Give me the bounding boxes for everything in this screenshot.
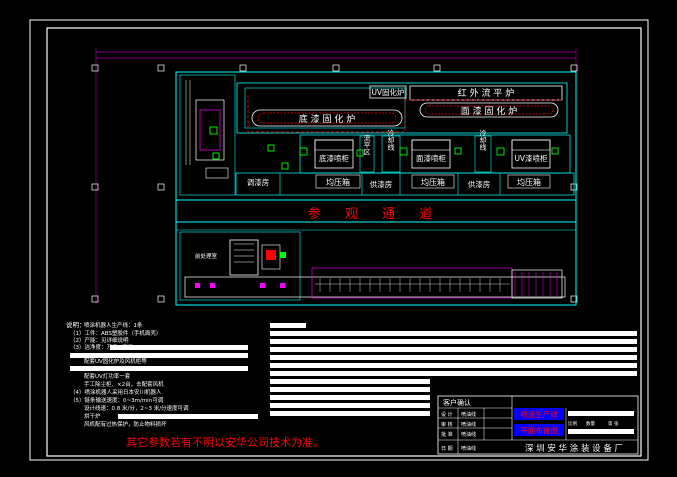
notes-line-12: 风机配有过热保护，防止物料损坏: [84, 420, 167, 428]
plenum-2-label: 均压箱: [421, 177, 445, 187]
sig-approve: 喷油线: [461, 431, 476, 438]
topcoat-cure-oven: [419, 102, 559, 118]
company-name: 深 圳 安 华 涂 装 设 备 厂: [525, 443, 623, 454]
spec-notes: 说明： 喷涂机器人生产线：1条 （1）工件：ABS塑胶件（手机面壳） （2）产能…: [66, 320, 258, 428]
disclaimer-note: 其它参数若有不明以安华公司技术为准。: [126, 435, 324, 449]
notes-line-1: 喷涂机器人生产线：1条: [84, 321, 143, 329]
topcoat-booth-label: 面漆喷柜: [416, 153, 446, 163]
uv-cure-label: UV固化炉: [371, 87, 404, 97]
basecoat-cure-label: 底 漆 固 化 炉: [299, 113, 355, 125]
leveling-zone: [359, 135, 375, 173]
uv-cure-oven: [369, 85, 407, 99]
sheet-inner-border: [46, 27, 642, 457]
customer-confirm-label: 客户确认: [443, 398, 471, 407]
cooling-line-right-label: 冷却线: [479, 129, 487, 151]
supply-room-1-label: 供漆房: [370, 179, 393, 189]
redacted-spec-block: [270, 323, 637, 416]
title-block: 客户确认 设 计 审 核 批 准 日 期 喷油线 喷油线 喷油线 喷油线 喷涂生…: [437, 395, 639, 455]
project-name: 喷涂生产线: [520, 409, 558, 419]
column-markers: [91, 64, 578, 303]
plenum-3-label: 均压箱: [517, 177, 541, 187]
notes-line-3: （2）产能：见详细说明: [70, 336, 129, 344]
basecoat-booth-label: 底漆喷柜: [319, 153, 349, 163]
notes-line-9: （5）链条输送速度：0~3m/min可调: [70, 396, 164, 404]
sheet-label: 第 张: [608, 420, 619, 427]
notes-line-5: 配套UV固化炉及风机柜等: [84, 357, 147, 365]
supply-room-2-label: 供漆房: [468, 179, 491, 189]
paint-mix-room-label: 调漆房: [247, 177, 270, 187]
notes-line-11: 烘干炉: [84, 412, 101, 420]
visit-corridor-label: 参 观 通 道: [308, 206, 442, 222]
notes-heading: 说明：: [66, 320, 86, 329]
notes-line-10: 设计线速：0.8 米/分，2~3 米/分速度可调: [84, 404, 189, 412]
notes-line-2: （1）工件：ABS塑胶件（手机面壳）: [70, 329, 161, 337]
cooling-line-right: [474, 135, 492, 173]
topcoat-cure-label: 面 漆 固 化 炉: [461, 105, 517, 117]
floor-plan: 红 外 流 平 炉 面 漆 固 化 炉 UV固化炉 底 漆 固 化 炉 底漆喷柜…: [91, 49, 578, 306]
infrared-leveling-label: 红 外 流 平 炉: [458, 87, 514, 99]
cooling-line-label: 冷却线: [387, 129, 395, 151]
sig-design: 喷油线: [461, 411, 476, 418]
notes-line-6: 配套UV灯功率一套: [84, 372, 131, 380]
workshop-wall: [175, 71, 577, 306]
leveling-zone-label: 流平区: [363, 134, 371, 156]
notes-line-7: 手工除尘柜、×2台，去配套风机: [84, 380, 164, 388]
drawing-name: 平面布置图: [520, 425, 558, 435]
label-design: 设 计: [441, 411, 453, 418]
pretreatment-room: [229, 239, 259, 276]
sig-check: 喷油线: [461, 421, 476, 428]
label-approve: 批 准: [441, 431, 453, 438]
bottom-conveyor: [184, 276, 566, 298]
sig-date: 喷油线: [461, 445, 476, 452]
label-date: 日 期: [441, 446, 453, 452]
notes-line-4: （3）洁净度：万级+百级: [70, 343, 134, 351]
uv-booth-label: UV漆喷柜: [514, 153, 548, 163]
basecoat-cure-oven: [251, 109, 403, 127]
prep-room-label: 前处理室: [195, 252, 218, 260]
robot-markers: [209, 126, 559, 170]
scale-label: 比例: [568, 420, 577, 427]
qty-label: 数量: [586, 420, 595, 427]
sheet-outer-border: [29, 19, 649, 461]
plenum-1-label: 均压箱: [326, 177, 350, 187]
notes-line-8: （4）喷涂机器人采用日本安川机器人: [70, 388, 162, 396]
label-check: 审 核: [441, 421, 453, 428]
conveyor-hatching: [315, 278, 510, 292]
